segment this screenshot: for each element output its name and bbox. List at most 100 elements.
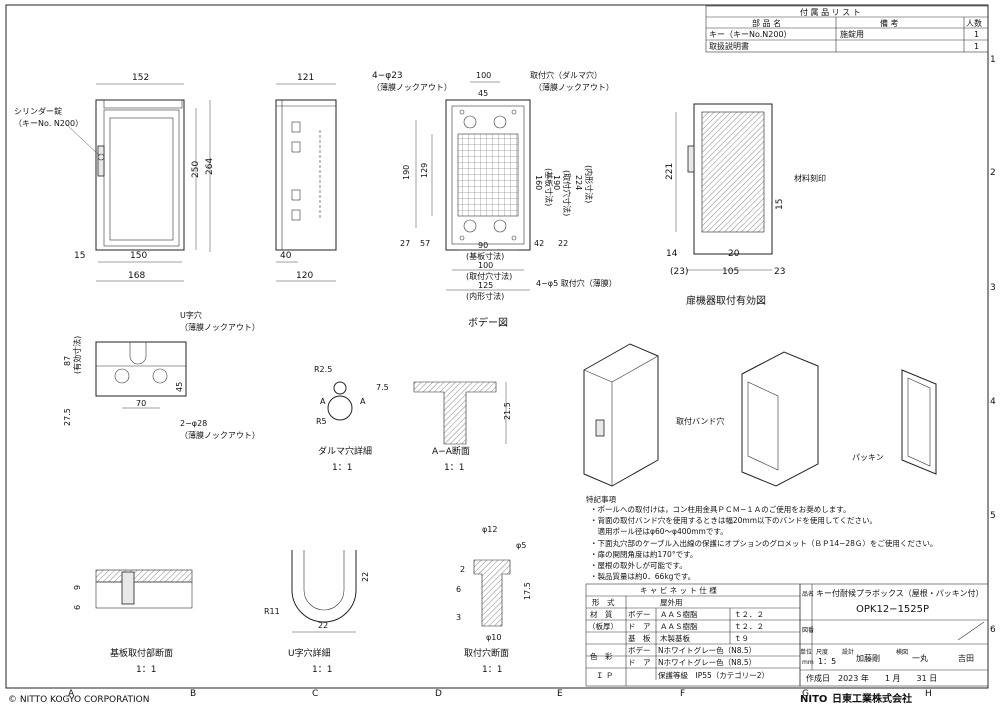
svg-text:1：1: 1：1 [482,665,502,675]
title-block: 品名 キー付耐候プラボックス（屋根・パッキン付） 図番 OPK12−1525P … [799,583,989,687]
svg-text:4−φ23: 4−φ23 [372,71,403,81]
svg-text:A: A [320,397,326,406]
svg-text:取付穴（ダルマ穴）: 取付穴（ダルマ穴） [530,70,602,80]
svg-text:設計: 設計 [842,648,854,656]
svg-text:(有効寸法): (有効寸法) [72,336,82,374]
svg-text:(基板寸法): (基板寸法) [466,251,504,261]
column-marks: A B C D E F G H [68,689,932,699]
svg-text:材 質: 材 質 [590,609,613,619]
svg-text:シリンダー錠: シリンダー錠 [14,106,62,116]
board-section: 9 6 基板取付部断面 1：1 [73,569,193,675]
svg-text:単位: 単位 [800,648,812,656]
svg-text:形 式: 形 式 [592,597,615,607]
svg-text:1：1: 1：1 [312,665,332,675]
svg-text:22: 22 [318,621,328,630]
svg-text:保護等級 IP55（カテゴリー2）: 保護等級 IP55（カテゴリー2） [658,670,769,680]
svg-text:90: 90 [478,241,488,250]
svg-text:材料刻印: 材料刻印 [794,173,826,183]
svg-text:23: 23 [774,267,785,277]
door-view-caption: 扉機器取付有効図 [686,294,766,307]
svg-text:ボデー: ボデー [628,645,651,655]
body-view: 4−φ23 （薄膜ノックアウト） 取付穴（ダルマ穴） （薄膜ノックアウト） 4−… [372,70,617,329]
u-detail: 22 R11 22 U字穴詳細 1：1 [264,550,370,675]
svg-text:パッキン: パッキン [852,453,884,462]
svg-text:6: 6 [73,605,82,610]
svg-text:NITO: NITO [800,694,827,705]
svg-text:備 考: 備 考 [880,18,899,28]
company-logo: NITO 日東工業株式会社 [800,692,912,705]
svg-text:9: 9 [73,585,82,590]
svg-text:(内形寸法): (内形寸法) [466,291,504,301]
svg-text:150: 150 [130,251,147,261]
svg-text:φ12: φ12 [482,525,497,534]
svg-text:27.5: 27.5 [63,408,72,426]
svg-text:U字穴: U字穴 [180,310,202,320]
svg-text:Ｉ Ｐ: Ｉ Ｐ [596,671,613,680]
svg-text:・製品質量は約0．66kgです。: ・製品質量は約0．66kgです。 [590,571,695,581]
notes-block: 特記事項 ・ポールへの取付けは，コン柱用金具ＰＣＭ−１Ａのご使用をお奨めします。… [586,494,937,581]
svg-text:（薄膜ノックアウト）: （薄膜ノックアウト） [180,322,260,332]
svg-text:色 彩: 色 彩 [590,651,613,661]
svg-text:R5: R5 [316,417,327,426]
svg-text:160: 160 [534,175,543,190]
svg-text:15: 15 [74,251,85,261]
hole-section: φ12 φ5 2 6 17.5 3 φ10 取付穴断面 1：1 [456,525,532,675]
svg-text:一丸: 一丸 [912,653,928,663]
svg-text:87: 87 [63,356,72,366]
svg-text:図番: 図番 [802,627,814,634]
svg-text:27: 27 [400,239,410,248]
model-number: OPK12−1525P [856,604,929,615]
svg-text:A: A [360,397,366,406]
svg-text:・下面丸穴部のケーブル入出線の保護にオプションのグロメット（: ・下面丸穴部のケーブル入出線の保護にオプションのグロメット（ＢＰ14−28Ｇ）を… [590,538,937,548]
svg-text:品名: 品名 [802,590,814,598]
svg-text:ダルマ穴詳細: ダルマ穴詳細 [318,445,372,457]
accessories-title: 付 属 品 リ ス ト [800,7,861,17]
svg-text:部 品 名: 部 品 名 [752,18,781,28]
svg-text:(取付穴寸法): (取付穴寸法) [466,271,512,281]
svg-text:6: 6 [456,585,461,594]
svg-text:20: 20 [728,249,740,259]
body-view-caption: ボデー図 [468,316,508,329]
svg-text:1：1: 1：1 [444,463,464,473]
svg-text:ＡＡＳ樹脂: ＡＡＳ樹脂 [660,609,698,619]
svg-text:取付バンド穴: 取付バンド穴 [676,416,724,426]
svg-text:3: 3 [990,283,996,293]
svg-text:E: E [557,689,563,699]
svg-text:日東工業株式会社: 日東工業株式会社 [832,692,912,705]
aa-section: 21.5 A−A断面 1：1 [413,381,512,473]
svg-text:ＡＡＳ樹脂: ＡＡＳ樹脂 [660,621,698,631]
svg-text:G: G [802,689,809,699]
door-view: 221 材料刻印 15 14 20 (23) 105 23 扉機器取付有効図 [665,103,826,307]
svg-text:mm: mm [802,659,814,666]
svg-text:1：1: 1：1 [136,665,156,675]
svg-text:φ10: φ10 [486,633,501,642]
svg-text:吉田: 吉田 [958,654,974,663]
daruma-detail: R2.5 A A R5 7.5 ダルマ穴詳細 1：1 [314,365,389,473]
svg-text:キー（キーNo.N200）: キー（キーNo.N200） [709,30,792,39]
svg-text:A−A断面: A−A断面 [432,445,470,457]
svg-text:3: 3 [456,613,461,622]
svg-text:224: 224 [574,175,583,190]
svg-text:129: 129 [420,163,429,178]
svg-text:施錠用: 施錠用 [840,29,864,39]
svg-text:屋外用: 屋外用 [660,597,683,607]
svg-text:・屋根の取外しが可能です。: ・屋根の取外しが可能です。 [590,560,687,570]
svg-text:17.5: 17.5 [523,582,532,600]
svg-text:作成日 2023 年 1 月 31 日: 作成日 2023 年 1 月 31 日 [806,673,937,683]
front-view: 152 264 250 15 150 168 シリンダー錠 （キーNo. N20… [14,73,215,282]
svg-text:R11: R11 [264,607,280,616]
svg-text:15: 15 [775,199,785,210]
svg-text:221: 221 [665,163,675,180]
svg-text:100: 100 [478,261,493,270]
svg-text:1: 1 [974,30,979,39]
svg-text:(取付穴寸法): (取付穴寸法) [562,170,572,216]
svg-text:特記事項: 特記事項 [586,494,616,504]
svg-text:ｔ２．２: ｔ２．２ [734,622,764,631]
svg-text:木製基板: 木製基板 [660,633,690,643]
svg-text:40: 40 [280,251,292,261]
svg-text:F: F [680,689,685,699]
svg-text:A: A [68,689,75,699]
svg-text:121: 121 [297,73,314,83]
svg-text:(23): (23) [670,267,688,277]
